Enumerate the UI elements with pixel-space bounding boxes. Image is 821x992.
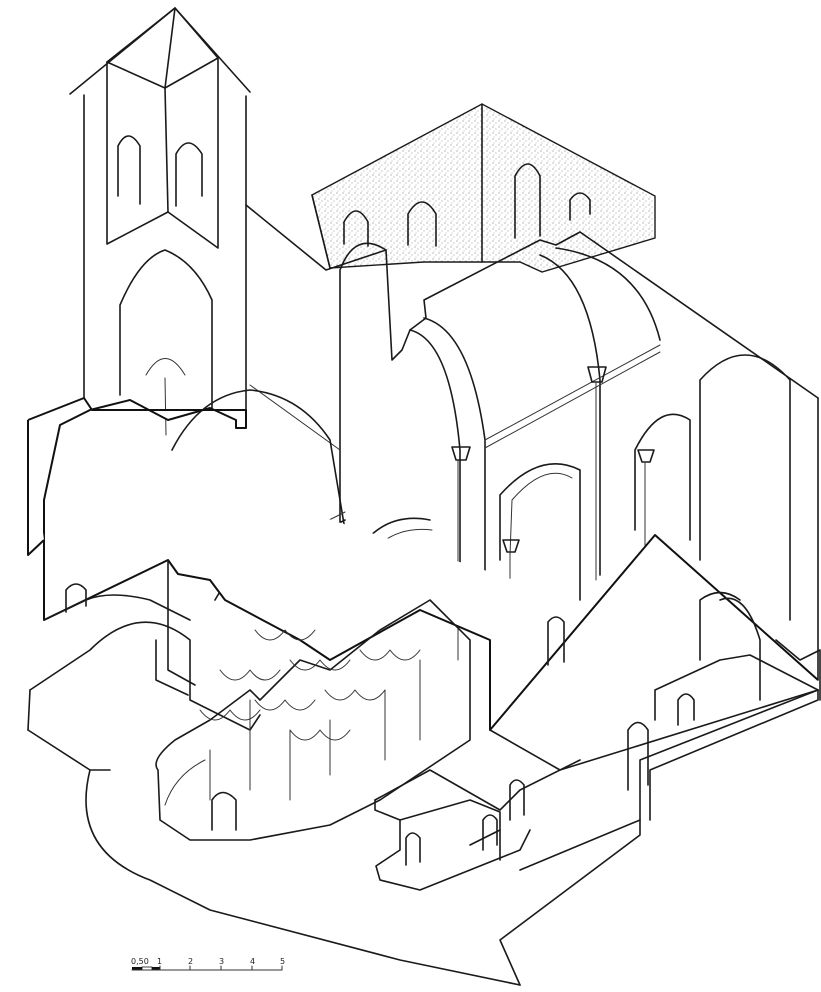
crossing-tower	[311, 103, 656, 273]
crypt-vault-rib	[199, 629, 421, 741]
scale-label-2: 2	[188, 957, 193, 966]
scale-label-5: 5	[280, 957, 285, 966]
window	[65, 583, 695, 866]
scale-bar: 0,50 1 2 3 4 5	[131, 957, 285, 971]
scale-label-050: 0,50	[131, 957, 149, 966]
tower-window	[343, 163, 591, 247]
scale-label-3: 3	[219, 957, 224, 966]
scale-label-4: 4	[250, 957, 255, 966]
section-cut	[27, 397, 821, 986]
scale-bar-segment	[132, 967, 142, 970]
scale-bar-segment	[152, 967, 160, 970]
bell-tower	[69, 7, 251, 436]
bell-tower-window	[117, 135, 203, 207]
crypt	[155, 599, 471, 841]
scale-label-1: 1	[157, 957, 162, 966]
